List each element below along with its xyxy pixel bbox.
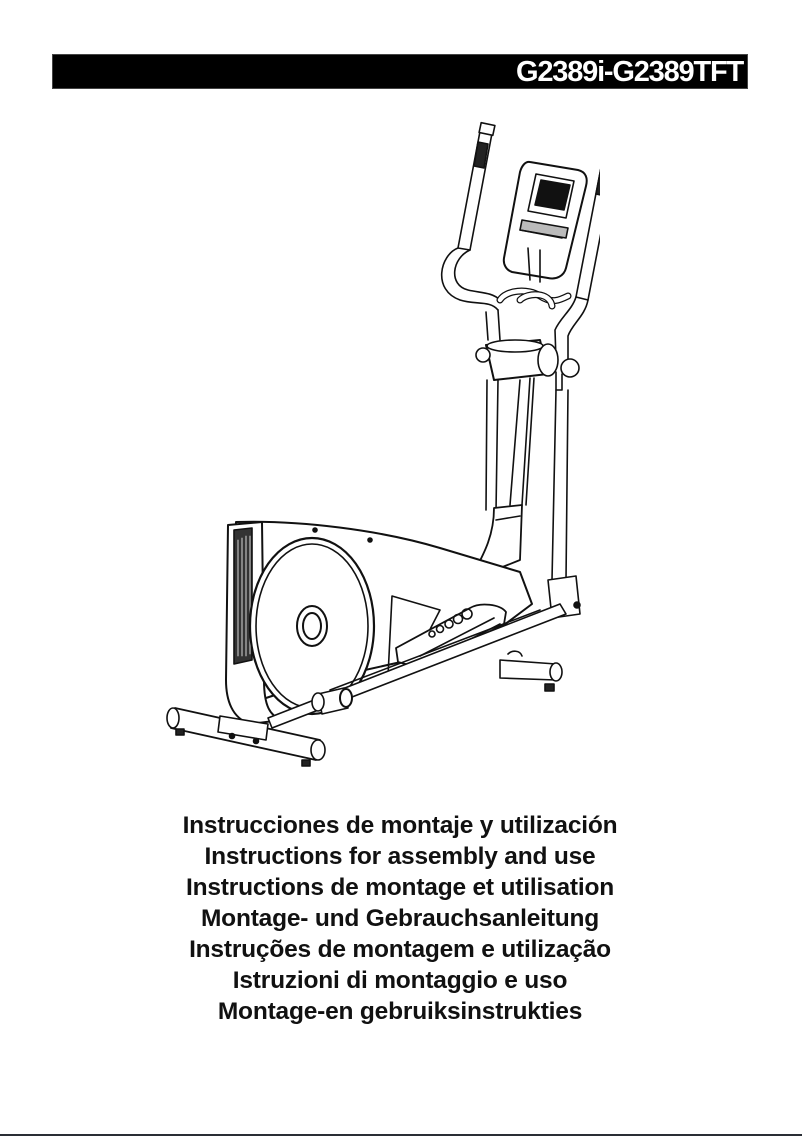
title-english: Instructions for assembly and use [204, 843, 596, 870]
title-german: Montage- und Gebrauchsanleitung [200, 905, 600, 932]
front-stabilizer [499, 650, 563, 692]
title-spanish: Instrucciones de montaje y utilización [182, 812, 618, 839]
title-dutch: Montage-en gebruiksinstrukties [217, 998, 583, 1025]
rear-stabilizer [166, 707, 326, 767]
flywheel-shroud [225, 520, 533, 725]
title-italian: Istruzioni di montaggio e uso [232, 967, 568, 994]
crank-axle [311, 687, 353, 715]
pivot-housing [475, 339, 580, 391]
model-header-bar: G2389i-G2389TFT [52, 54, 748, 89]
console [502, 160, 588, 283]
elliptical-trainer-illustration [166, 121, 600, 767]
right-handlebar [554, 168, 600, 361]
model-number: G2389i-G2389TFT [516, 56, 744, 88]
manual-titles: Instrucciones de montaje y utilización I… [100, 810, 700, 1027]
title-portuguese: Instruções de montagem e utilização [189, 936, 611, 963]
left-handlebar [440, 121, 501, 341]
bottom-rule [0, 1134, 802, 1136]
center-grips [496, 287, 572, 310]
title-french: Instructions de montage et utilisation [186, 874, 614, 901]
